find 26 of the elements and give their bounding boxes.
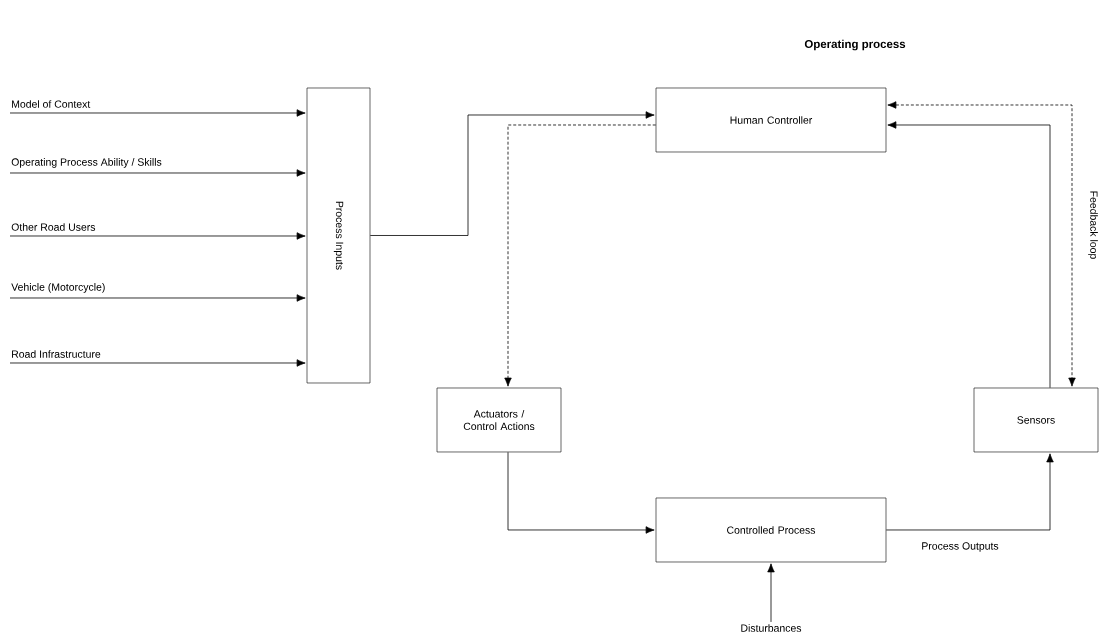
arrow xyxy=(369,111,655,236)
title: Operating process xyxy=(804,39,906,51)
arrow xyxy=(9,294,306,302)
arrow xyxy=(887,101,1076,387)
input-label: Operating Process Ability / Skills xyxy=(11,158,162,168)
arrow xyxy=(9,232,306,240)
input-label: Disturbances xyxy=(741,624,802,632)
process-box: Sensors xyxy=(973,387,1099,453)
input-label: Vehicle (Motorcycle) xyxy=(11,283,105,293)
process-box: Process Inputs xyxy=(306,87,371,384)
process-box: Controlled Process xyxy=(655,497,887,563)
arrow xyxy=(887,121,1051,389)
input-label: Road Infrastructure xyxy=(12,350,101,358)
arrow xyxy=(504,124,657,387)
arrow xyxy=(9,109,306,117)
arrow xyxy=(9,169,306,177)
process-box: Human Controller xyxy=(655,87,887,153)
process-box: Actuators / Control Actions xyxy=(436,387,562,453)
arrow xyxy=(885,453,1054,531)
input-label: Other Road Users xyxy=(11,223,96,231)
edge-label: Process Outputs xyxy=(919,540,1001,554)
input-label: Model of Context xyxy=(12,100,91,108)
arrow xyxy=(767,563,775,623)
edge-label: Feedback loop xyxy=(1086,189,1100,261)
arrow xyxy=(9,359,306,367)
arrow xyxy=(507,451,655,534)
